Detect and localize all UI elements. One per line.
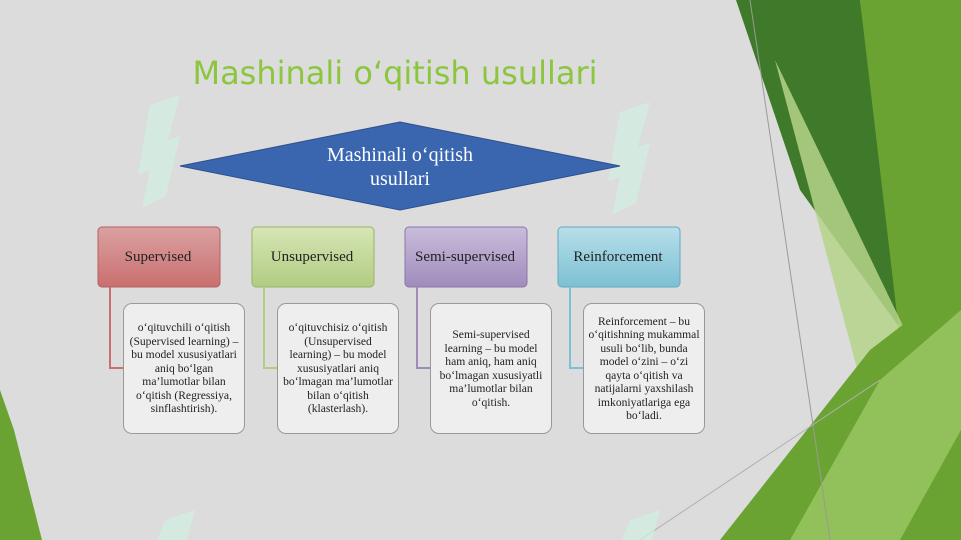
category-box-semi-supervised <box>404 226 528 288</box>
decor-light-green <box>775 60 905 380</box>
category-box-unsupervised <box>251 226 375 288</box>
description-reinforcement-text: Reinforcement – bu o‘qitishning mukammal… <box>588 314 700 423</box>
description-unsupervised-text: o‘qituvchisiz o‘qitish (Unsupervised lea… <box>283 321 393 416</box>
watermark-logo <box>138 95 660 540</box>
description-reinforcement: Reinforcement – bu o‘qitishning mukammal… <box>583 303 705 434</box>
category-box-reinforcement <box>557 226 681 288</box>
description-semi-supervised: Semi-supervised learning – bu model ham … <box>430 303 552 434</box>
root-label: Mashinali o‘qitish usullari <box>326 144 474 190</box>
decor-green-right <box>860 0 961 340</box>
category-box-supervised <box>97 226 221 288</box>
description-supervised: o‘qituvchili o‘qitish (Supervised learni… <box>123 303 245 434</box>
category-reinforcement: Reinforcement <box>573 248 663 265</box>
category-semi-supervised: Semi-supervised <box>415 248 515 265</box>
root-diamond <box>179 121 621 211</box>
slide-title: Mashinali o‘qitish usullari <box>192 54 598 92</box>
category-supervised: Supervised <box>124 248 192 265</box>
decor-pale-green <box>790 310 961 540</box>
decor-left-green <box>0 390 42 540</box>
description-semi-supervised-text: Semi-supervised learning – bu model ham … <box>439 328 543 409</box>
description-unsupervised: o‘qituvchisiz o‘qitish (Unsupervised lea… <box>277 303 399 434</box>
category-unsupervised: Unsupervised <box>270 248 354 265</box>
description-supervised-text: o‘qituvchili o‘qitish (Supervised learni… <box>129 321 239 416</box>
